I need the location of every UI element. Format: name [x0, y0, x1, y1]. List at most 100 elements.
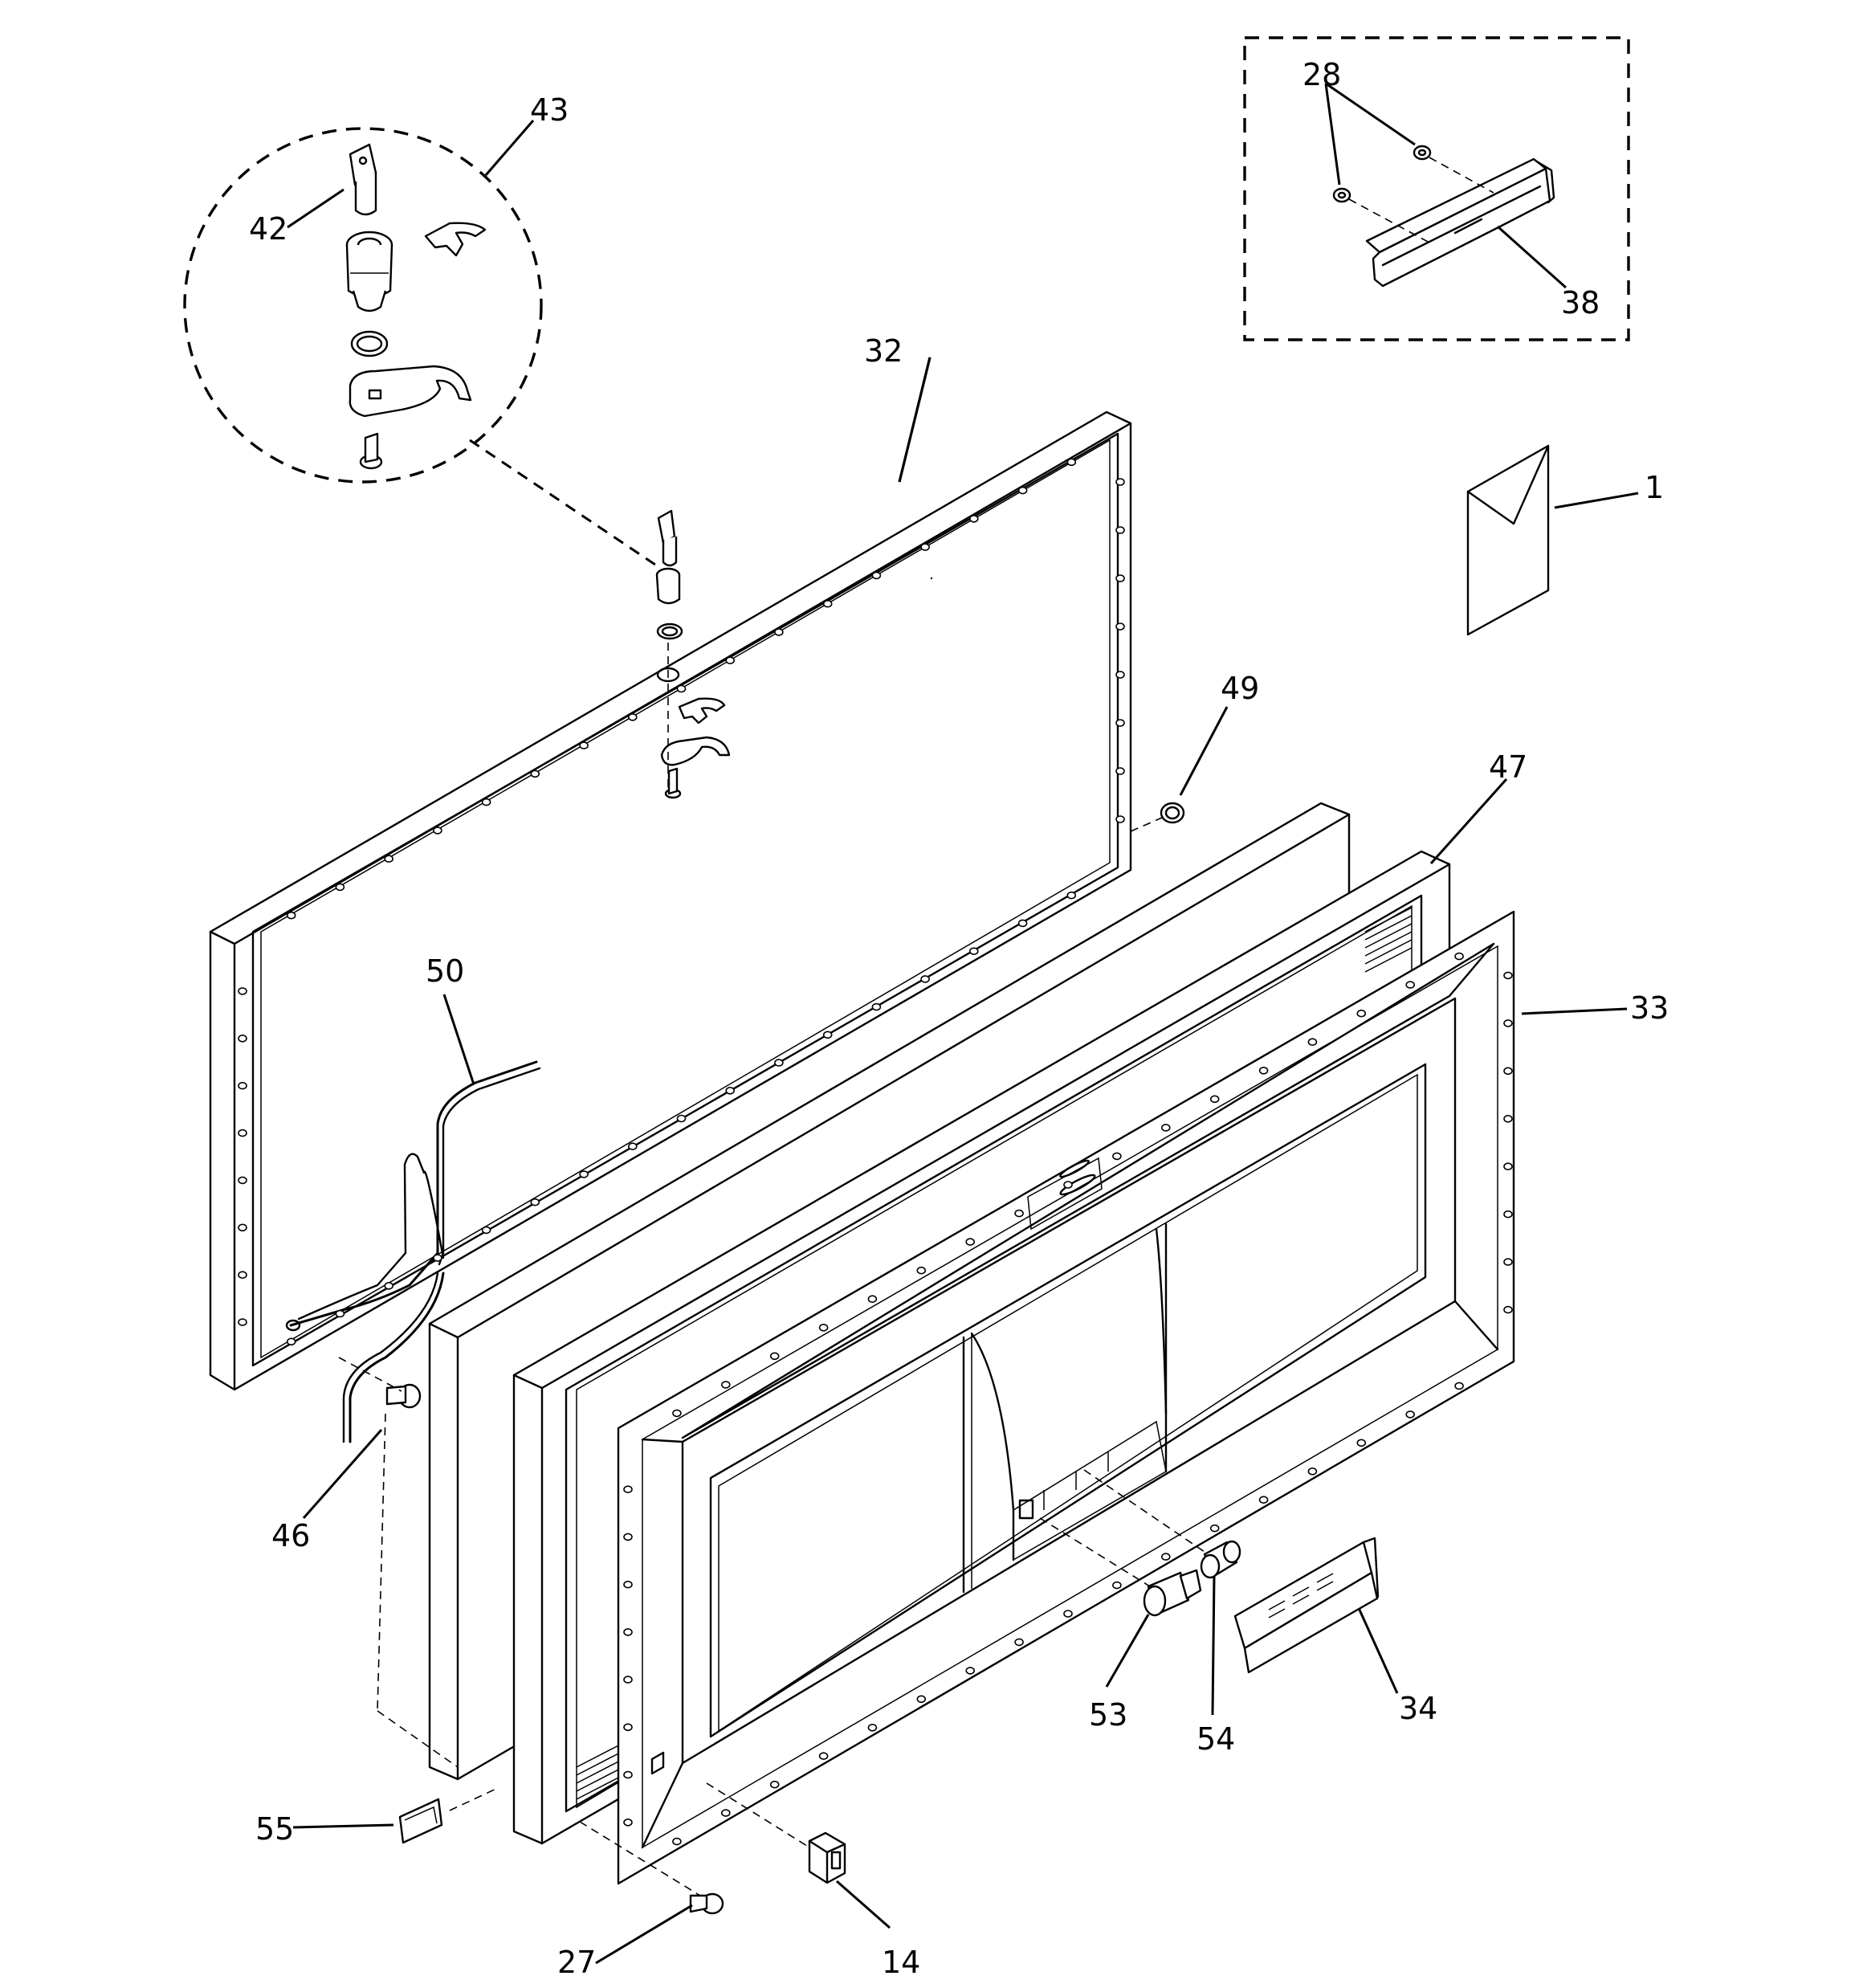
bolt-hole: [1112, 1152, 1122, 1161]
bolt-hole: [676, 1114, 687, 1123]
handle-part: [1365, 157, 1555, 288]
label-55: 55: [255, 1811, 294, 1847]
bolt-hole: [725, 1087, 736, 1095]
bolt-hole: [867, 1295, 878, 1303]
bolt-hole: [1161, 1124, 1171, 1132]
bolt-hole: [1356, 1009, 1367, 1018]
leader-43: [484, 120, 535, 176]
bolt-hole: [1209, 1095, 1220, 1104]
bolt-hole: [822, 1031, 833, 1039]
bolt-hole: [672, 1409, 682, 1418]
bolt-hole: [1307, 1468, 1318, 1476]
bolt-hole: [672, 1837, 682, 1846]
bolt-hole: [238, 1035, 247, 1043]
bulb-part: [1200, 1540, 1241, 1579]
bolt-hole: [1017, 919, 1028, 928]
bolt-hole: [1503, 1305, 1513, 1314]
bolt-hole: [286, 1337, 296, 1346]
bolt-hole: [1307, 1038, 1318, 1046]
bolt-hole: [1115, 767, 1125, 775]
clip-part: [398, 1798, 443, 1844]
part-labels: 1 14 27 28 32 33 34 38 42 43 46 47 49 50…: [249, 57, 1669, 1980]
latch-cam-part: [349, 365, 472, 418]
label-47: 47: [1489, 749, 1527, 785]
bolt-hole: [1115, 526, 1125, 534]
handle-inset-box: [1243, 36, 1630, 341]
leader-42: [287, 188, 344, 229]
bolt-hole: [335, 883, 345, 892]
label-46: 46: [271, 1518, 310, 1553]
bolt-hole: [623, 1770, 633, 1779]
bolt-hole: [627, 1142, 638, 1150]
label-42: 42: [249, 211, 287, 247]
bolt-hole: [1503, 1258, 1513, 1266]
bolt-hole: [1454, 952, 1464, 961]
label-49: 49: [1221, 671, 1259, 706]
leader-50: [442, 994, 475, 1085]
bolt-hole: [822, 599, 833, 608]
bolt-hole: [725, 656, 736, 665]
bolt-hole: [1161, 1553, 1171, 1561]
bolt-hole: [867, 1724, 878, 1732]
bolt-hole: [238, 1129, 247, 1137]
bolt-hole: [1066, 458, 1077, 467]
bolt-hole: [623, 1533, 633, 1541]
bolt-hole: [530, 1198, 540, 1206]
bolt-hole: [916, 1266, 927, 1275]
leader-47: [1429, 778, 1508, 865]
bolt-hole: [965, 1667, 975, 1675]
bolt-hole: [238, 1318, 247, 1326]
bolt-hole: [1115, 478, 1125, 486]
bolt-hole: [969, 947, 979, 955]
label-27: 27: [557, 1945, 596, 1980]
rivet-part: [385, 1383, 422, 1409]
bolt-hole: [238, 1176, 247, 1185]
bolt-hole: [238, 1081, 247, 1090]
bolt-hole: [916, 1695, 927, 1704]
bolt-hole: [579, 741, 589, 749]
screw-part: [359, 432, 383, 470]
lock-on-lid: [655, 509, 731, 799]
bolt-hole: [1258, 1496, 1269, 1504]
label-38: 38: [1561, 285, 1600, 320]
bolt-hole: [1503, 1067, 1513, 1076]
leader-34: [1357, 1607, 1399, 1694]
light-shield-part: [1233, 1537, 1380, 1674]
bolt-hole: [769, 1352, 780, 1361]
bolt-hole: [623, 1628, 633, 1636]
retainer-clip-part: [424, 222, 487, 257]
bolt-hole: [627, 712, 638, 721]
label-50: 50: [426, 953, 464, 989]
bolt-hole: [1115, 623, 1125, 631]
bolt-hole: [818, 1752, 829, 1760]
leader-33: [1521, 1007, 1628, 1015]
label-53: 53: [1089, 1697, 1127, 1733]
bolt-hole: [1014, 1209, 1024, 1218]
lamp-socket-part: [1143, 1569, 1202, 1617]
bolt-hole: [1115, 719, 1125, 727]
label-32: 32: [864, 333, 903, 369]
label-1: 1: [1645, 470, 1664, 505]
bolt-hole: [1063, 1610, 1073, 1618]
bolt-hole: [1405, 1410, 1415, 1419]
leader-54: [1211, 1575, 1216, 1716]
bolt-hole: [384, 855, 394, 863]
leader-38: [1497, 225, 1567, 289]
bolt-hole: [774, 628, 784, 636]
leader-46: [302, 1429, 383, 1519]
bolt-holes: [238, 458, 1513, 1846]
bolt-hole: [1503, 1162, 1513, 1170]
bolt-hole: [433, 827, 442, 835]
bolt-hole: [238, 1223, 247, 1232]
bolt-hole: [1405, 981, 1415, 989]
bolt-hole: [530, 769, 540, 778]
bolt-hole: [871, 1002, 882, 1011]
label-34: 34: [1399, 1691, 1437, 1726]
bolt-hole: [920, 975, 930, 983]
bolt-hole: [1356, 1439, 1367, 1447]
bolt-hole: [969, 514, 979, 523]
plug-part: [1160, 802, 1185, 824]
bolt-hole: [1115, 574, 1125, 582]
label-33: 33: [1630, 990, 1669, 1026]
